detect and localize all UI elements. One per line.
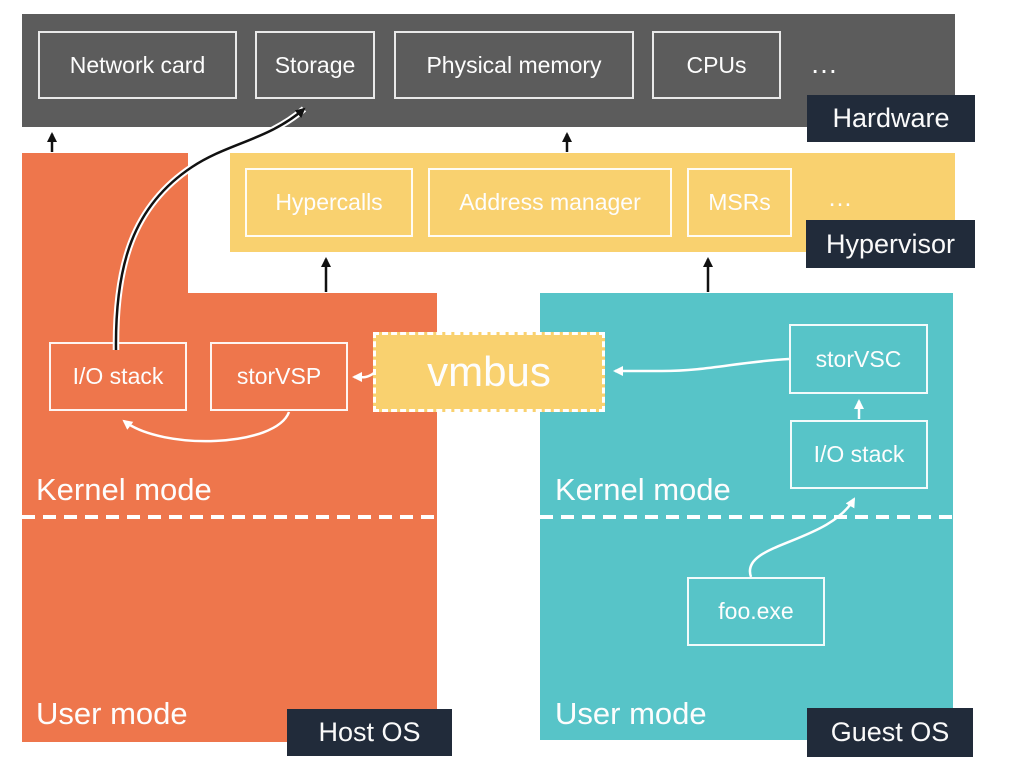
host-storvsp-box: storVSP bbox=[210, 342, 348, 411]
guest-storvsc-label: storVSC bbox=[815, 345, 902, 372]
host-io-stack-label: I/O stack bbox=[72, 363, 164, 389]
hardware-ellipsis: … bbox=[810, 48, 838, 79]
hypervisor-box-hypercalls-label: Hypercalls bbox=[275, 189, 383, 215]
hardware-box-cpus-label: CPUs bbox=[686, 51, 747, 78]
guest-user-mode-label: User mode bbox=[555, 696, 707, 731]
hypervisor-tag: Hypervisor bbox=[806, 220, 975, 268]
host-io-stack-box: I/O stack bbox=[49, 342, 187, 411]
guest-kernel-user-divider bbox=[540, 515, 953, 519]
hardware-tag-label: Hardware bbox=[832, 103, 950, 133]
vmbus-label: vmbus bbox=[427, 348, 551, 395]
hypervisor-ellipsis: … bbox=[827, 184, 853, 212]
hypervisor-box-msrs-label: MSRs bbox=[708, 189, 771, 215]
hardware-box-physical-memory: Physical memory bbox=[394, 31, 634, 99]
host-kernel-mode-label: Kernel mode bbox=[36, 472, 212, 507]
vmbus-box: vmbus bbox=[373, 332, 605, 412]
guest-kernel-mode-label: Kernel mode bbox=[555, 472, 731, 507]
host-os-tag: Host OS bbox=[287, 709, 452, 756]
hypervisor-box-address-manager-label: Address manager bbox=[459, 189, 641, 215]
guest-os-tag: Guest OS bbox=[807, 708, 973, 757]
guest-storvsc-box: storVSC bbox=[789, 324, 928, 394]
host-kernel-user-divider bbox=[22, 515, 437, 519]
guest-io-stack-box: I/O stack bbox=[790, 420, 928, 489]
hardware-box-storage: Storage bbox=[255, 31, 375, 99]
host-user-mode-label: User mode bbox=[36, 696, 188, 731]
hardware-tag: Hardware bbox=[807, 95, 975, 142]
hardware-box-storage-label: Storage bbox=[274, 51, 356, 78]
hardware-box-cpus: CPUs bbox=[652, 31, 781, 99]
host-os-tag-label: Host OS bbox=[318, 717, 421, 747]
guest-app-box: foo.exe bbox=[687, 577, 825, 646]
guest-app-label: foo.exe bbox=[718, 598, 794, 624]
hypervisor-box-address-manager: Address manager bbox=[428, 168, 672, 237]
hypervisor-tag-label: Hypervisor bbox=[825, 228, 956, 259]
hardware-box-physical-memory-label: Physical memory bbox=[426, 51, 602, 78]
hypervisor-box-hypercalls: Hypercalls bbox=[245, 168, 413, 237]
host-os-kernel-column bbox=[22, 153, 188, 294]
guest-os-tag-label: Guest OS bbox=[830, 717, 950, 747]
hypervisor-box-msrs: MSRs bbox=[687, 168, 792, 237]
guest-io-stack-label: I/O stack bbox=[813, 441, 905, 467]
hardware-box-network-card: Network card bbox=[38, 31, 237, 99]
hardware-box-network-card-label: Network card bbox=[69, 51, 206, 78]
host-storvsp-label: storVSP bbox=[236, 363, 322, 389]
